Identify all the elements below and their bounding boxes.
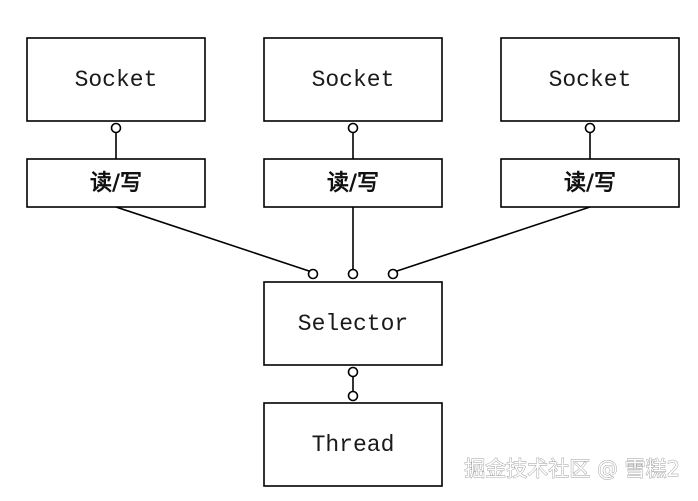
read-write-box — [26, 158, 206, 208]
socket-column-3: Socket 读/写 — [500, 37, 680, 208]
thread-box — [263, 402, 443, 487]
socket-column-1: Socket 读/写 — [26, 37, 206, 208]
socket-column-2: Socket 读/写 — [263, 37, 443, 208]
socket-label: Socket — [549, 67, 632, 93]
selector-box — [263, 281, 443, 366]
read-write-label: 读/写 — [90, 171, 142, 196]
selector-label: Selector — [298, 311, 408, 337]
io-to-selector-connector-left — [115, 206, 310, 272]
socket-port — [584, 122, 596, 134]
io-to-selector-connector-right — [396, 206, 591, 272]
read-write-box — [263, 158, 443, 208]
socket-box — [263, 37, 443, 122]
socket-label: Socket — [312, 67, 395, 93]
selector-port-right — [387, 268, 399, 280]
selector-bottom-port — [347, 366, 359, 378]
watermark-text: 掘金技术社区 @ 雪糕2 — [464, 457, 680, 481]
selector-port-left — [307, 268, 319, 280]
socket-label: Socket — [75, 67, 158, 93]
socket-box — [26, 37, 206, 122]
socket-port — [347, 122, 359, 134]
socket-box — [500, 37, 680, 122]
selector-port-center — [347, 268, 359, 280]
socket-port — [110, 122, 122, 134]
thread-label: Thread — [312, 432, 395, 458]
thread-top-port — [347, 390, 359, 402]
read-write-label: 读/写 — [327, 171, 379, 196]
read-write-label: 读/写 — [564, 171, 616, 196]
